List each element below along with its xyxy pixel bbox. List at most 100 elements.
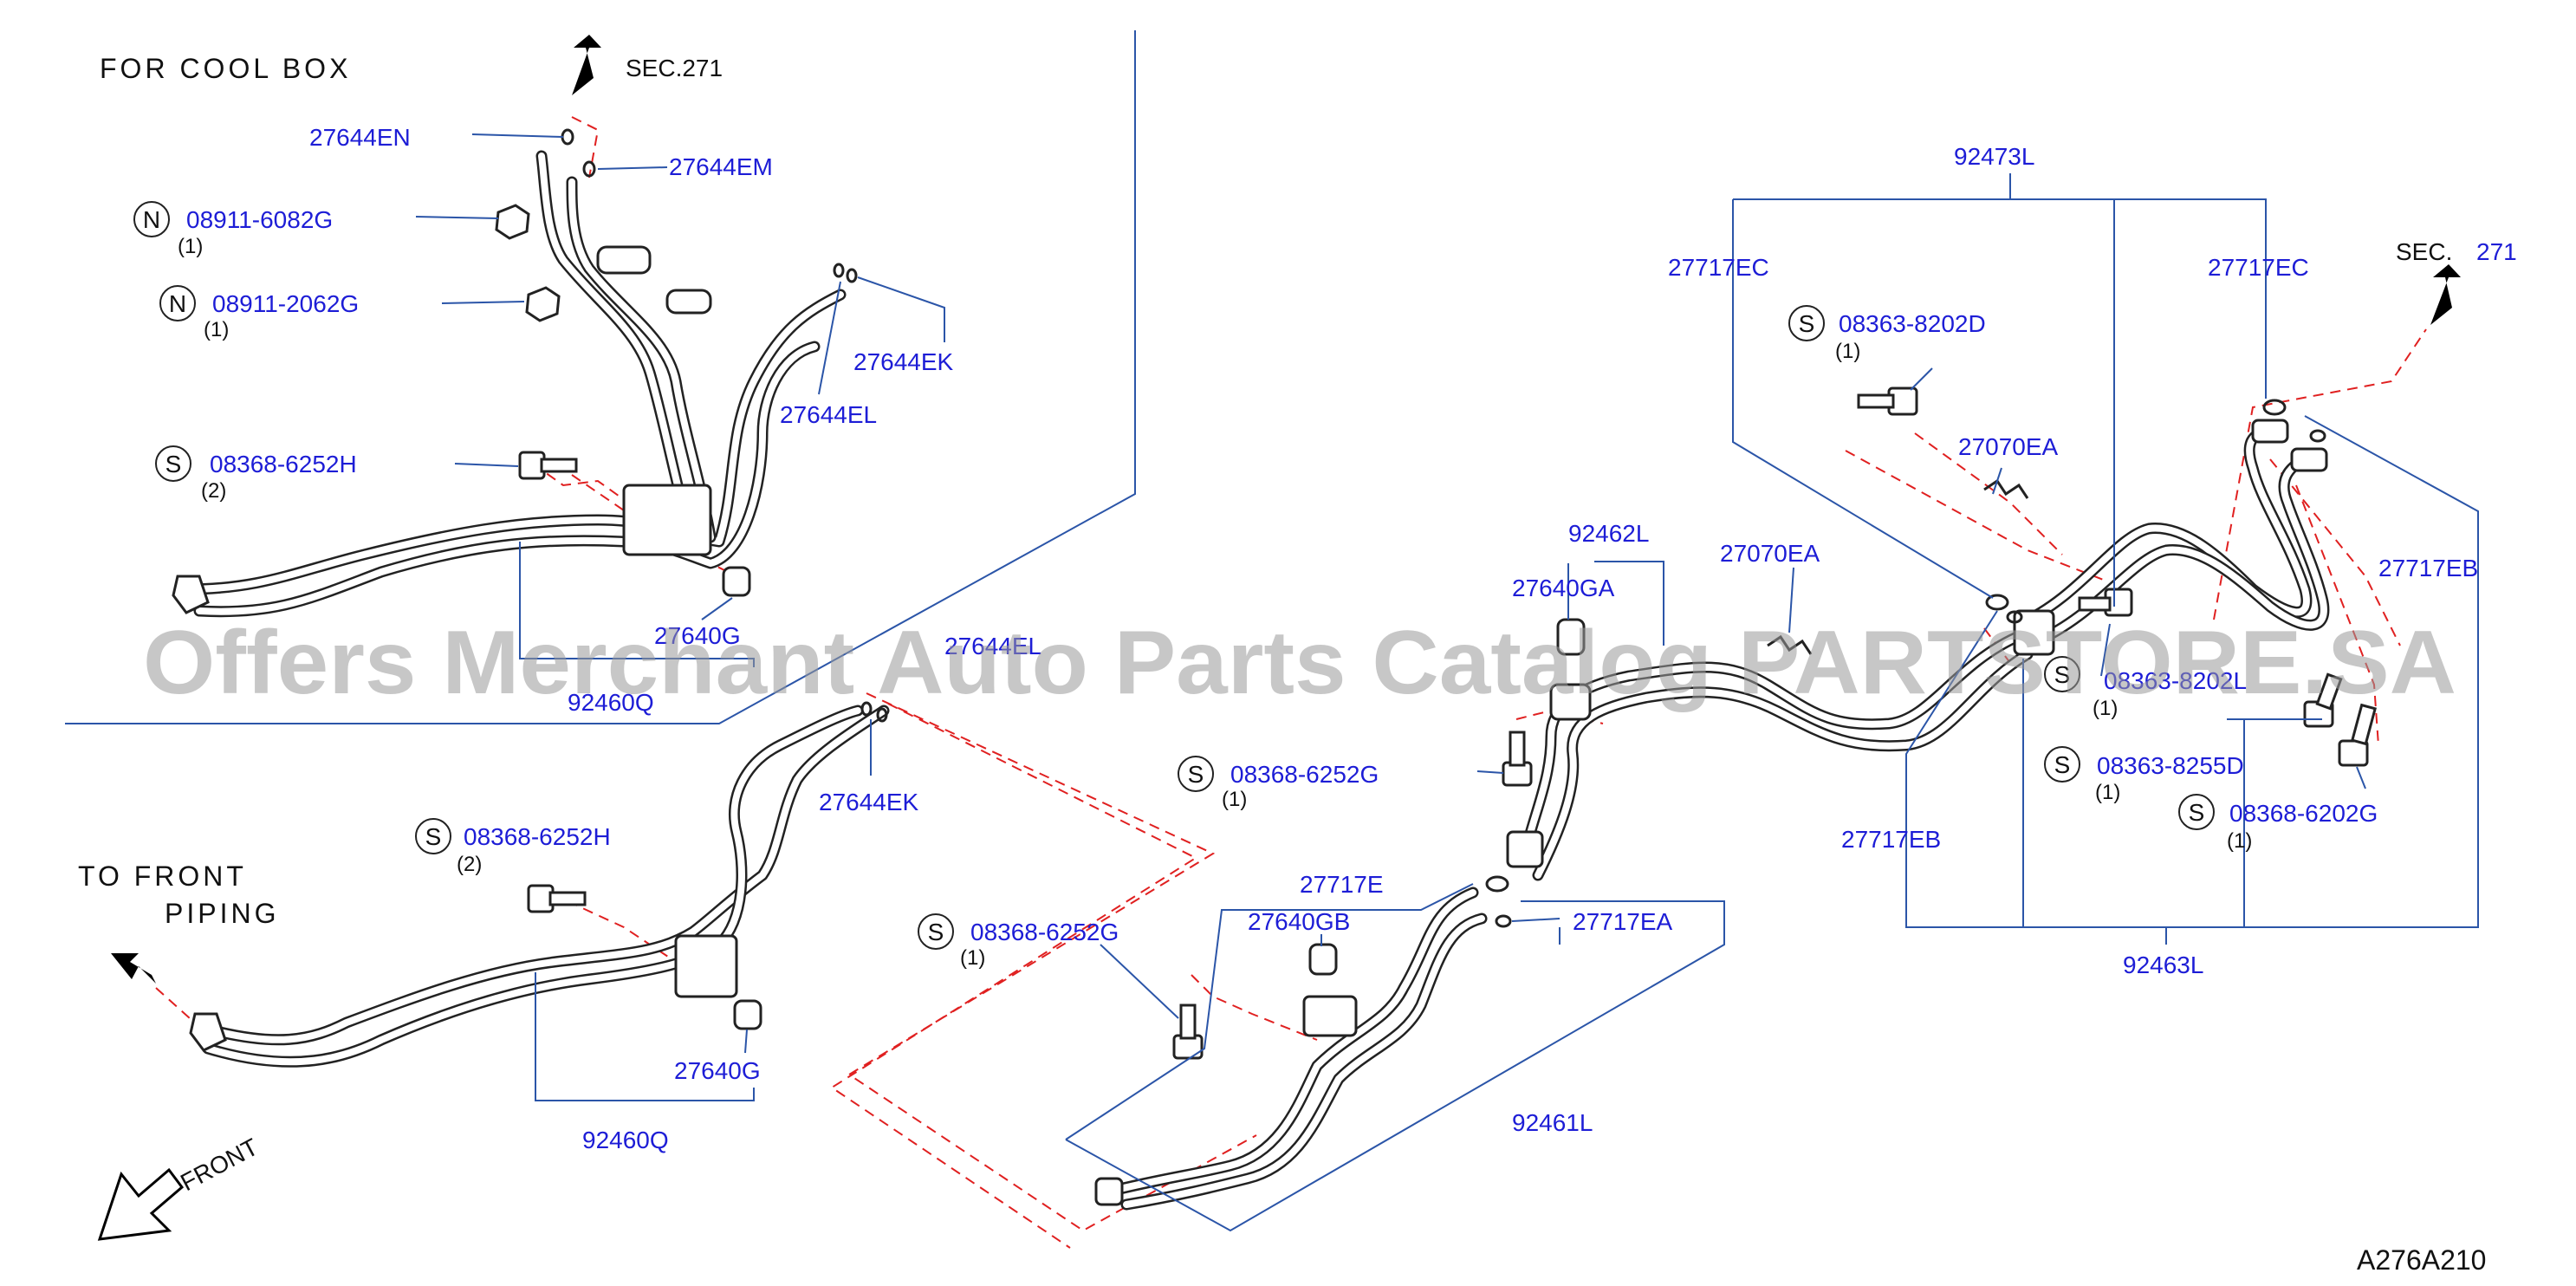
o-ring-27644ek-a-2 [846, 268, 858, 283]
o-ring-27717e [1485, 875, 1509, 893]
pipe-fitting-92463l-left [2013, 609, 2055, 656]
o-ring-27717ec-2 [2309, 429, 2326, 443]
nut-08911-2062g [525, 286, 561, 322]
qty-08911-6082g: (1) [178, 235, 203, 258]
screw-marker-e-text: S [1799, 310, 1815, 337]
label-08911-6082g: 08911-6082G [186, 206, 333, 233]
o-ring-27717eb-2 [2006, 610, 2023, 624]
screw-08368-6202g [2338, 703, 2377, 767]
o-ring-27717ea [1495, 914, 1512, 928]
pipe-end-fitting-bottom [189, 1012, 227, 1052]
label-08363-8202l: 08363-8202L [2104, 667, 2247, 694]
label-08368-6252h-b: 08368-6252H [464, 823, 611, 850]
clip-27070ea-a [1767, 634, 1813, 655]
pipe-assembly-92460q-bottom [189, 705, 890, 1068]
label-27717eb-a: 27717EB [2378, 555, 2478, 581]
pipe-assembly-92461l [1094, 887, 1488, 1211]
screw-marker-c [1178, 756, 1214, 792]
screw-marker-b-text: S [425, 823, 442, 850]
arrow-sec271-right [2430, 264, 2461, 325]
qty-08368-6252g-a: (1) [1222, 788, 1247, 811]
label-92473l: 92473L [1954, 143, 2034, 170]
screw-marker-a [155, 445, 191, 482]
label-92461l: 92461L [1512, 1109, 1593, 1136]
label-27717ec-a: 27717EC [1668, 254, 1769, 281]
pipe-bracket-bottom [674, 934, 738, 998]
grommet-27640gb [1308, 943, 1338, 976]
o-ring-27717ec [2262, 399, 2287, 416]
label-27644em: 27644EM [669, 153, 773, 180]
label-08368-6202g: 08368-6202G [2229, 800, 2378, 827]
screw-08368-6252g-a [1502, 731, 1533, 787]
pipe-fitting-92463l-top-2 [2290, 447, 2328, 472]
label-27644el-b: 27644EL [944, 633, 1041, 659]
screw-marker-f [2044, 656, 2080, 692]
o-ring-27644ek-a-1 [833, 263, 845, 278]
screw-marker-g-text: S [2054, 751, 2071, 778]
label-92463l: 92463L [2123, 952, 2203, 978]
pipe-bracket-top [622, 484, 712, 556]
label-92462l: 92462L [1568, 520, 1649, 547]
label-27644el-a: 27644EL [780, 401, 877, 428]
nut-marker-a-text: N [143, 206, 160, 233]
heading-piping: PIPING [165, 898, 279, 929]
label-08911-2062g: 08911-2062G [212, 290, 359, 317]
label-08363-8255d: 08363-8255D [2097, 752, 2244, 779]
pipe-clamp-92462l [1549, 683, 1592, 721]
screw-marker-h-text: S [2189, 799, 2205, 826]
screw-marker-c-text: S [1188, 761, 1204, 788]
pipe-assembly-92462l [1506, 627, 2034, 881]
qty-08368-6202g: (1) [2227, 829, 2252, 853]
pipe-assembly-92463l [2013, 419, 2330, 656]
heading-to-front: TO FRONT [78, 861, 247, 892]
label-27717ea: 27717EA [1573, 908, 1673, 935]
o-ring-27644em [582, 160, 596, 178]
label-27070ea-a: 27070EA [1720, 540, 1820, 567]
nut-marker-a [133, 201, 170, 237]
insulator-sleeve-top [596, 245, 652, 275]
label-92460q-a: 92460Q [568, 689, 654, 716]
part-number-labels: 27644EN 27644EM 08911-6082G (1) 08911-20… [178, 124, 2478, 1153]
arrow-sec271-top [572, 35, 601, 95]
pipe-bracket-92461l [1302, 995, 1358, 1037]
o-ring-27644en [561, 128, 574, 146]
screw-marker-a-text: S [165, 451, 182, 477]
cool-box-boundary [65, 30, 1136, 724]
arrow-front [97, 1167, 185, 1241]
screw-marker-d [918, 913, 954, 950]
grommet-27640g-b [733, 999, 762, 1030]
pipe-fitting-92463l-top-1 [2251, 419, 2289, 444]
diagram-code: A276A210 [2357, 1244, 2486, 1276]
screw-08363-8202l [2078, 588, 2133, 617]
pipe-end-fitting-92462l [1506, 830, 1544, 868]
label-27717e: 27717E [1300, 871, 1384, 898]
qty-08363-8202d: (1) [1835, 340, 1860, 363]
qty-08363-8255d: (1) [2095, 781, 2120, 804]
screw-08368-6252h-b [527, 884, 587, 913]
screw-marker-b [415, 818, 451, 854]
label-08363-8202d: 08363-8202D [1839, 310, 1986, 337]
screw-08368-6252h-a [518, 451, 578, 480]
qty-08368-6252h-a: (2) [201, 479, 226, 503]
screw-marker-d-text: S [928, 919, 944, 945]
label-27640g-b: 27640G [674, 1057, 761, 1084]
screw-marker-h [2178, 794, 2215, 830]
qty-08368-6252g-b: (1) [960, 946, 985, 970]
pipe-assembly-92460q-top [172, 150, 847, 618]
screw-08368-6252g-b [1172, 1003, 1204, 1060]
small-components [495, 128, 2377, 1060]
watermark-text: Offers Merchant Auto Parts Catalog PARTS… [143, 613, 2456, 713]
label-27640gb: 27640GB [1248, 908, 1350, 935]
label-27717eb-b: 27717EB [1841, 826, 1941, 853]
screw-marker-e [1788, 305, 1825, 341]
label-27644ek-a: 27644EK [853, 348, 954, 375]
fastener-markers: N N S S S S S S S S [133, 201, 2215, 950]
arrow-to-front-piping [111, 953, 156, 984]
label-27070ea-b: 27070EA [1958, 433, 2059, 460]
label-sec-right-prefix: SEC. [2396, 238, 2452, 265]
label-27644en: 27644EN [309, 124, 411, 151]
screw-marker-g [2044, 746, 2080, 783]
nut-marker-b-text: N [169, 290, 186, 317]
